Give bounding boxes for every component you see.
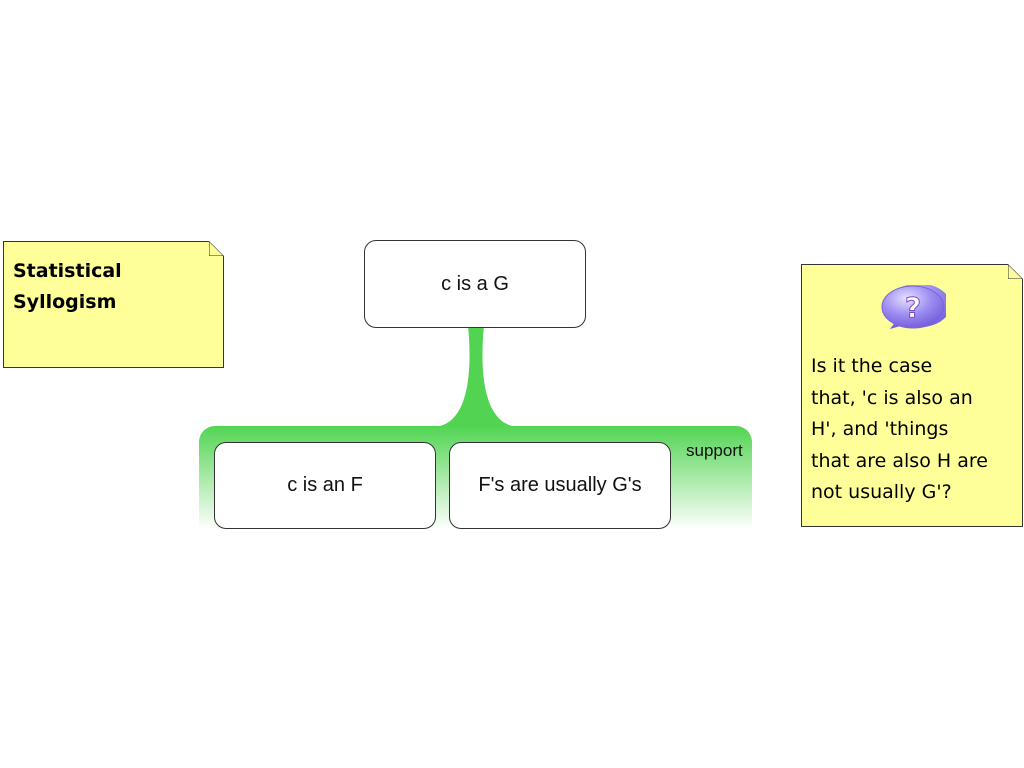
question-bubble-icon: ? (881, 285, 946, 329)
title-line: Statistical (13, 260, 122, 282)
premise-label: F's are usually G's (478, 474, 642, 496)
premise-node[interactable]: F's are usually G's (449, 442, 671, 529)
svg-text:?: ? (905, 291, 921, 324)
question-line: H', and 'things (811, 418, 949, 440)
support-label: support (686, 441, 743, 460)
conclusion-node[interactable]: c is a G (364, 240, 586, 328)
note-fold-icon (1008, 264, 1023, 279)
premise-node[interactable]: c is an F (214, 442, 436, 529)
premise-label: c is an F (287, 474, 363, 496)
question-line: Is it the case (811, 355, 933, 377)
question-line: that, 'c is also an (811, 386, 973, 409)
support-connector (440, 326, 512, 430)
title-line: Syllogism (13, 291, 117, 313)
conclusion-label: c is a G (441, 272, 509, 295)
title-note[interactable]: Statistical Syllogism (3, 241, 224, 368)
question-note[interactable]: ? Is it the case that, 'c is also an H',… (801, 264, 1023, 527)
question-line: not usually G'? (811, 481, 952, 503)
note-fold-icon (209, 241, 224, 256)
question-line: that are also H are (811, 449, 988, 472)
